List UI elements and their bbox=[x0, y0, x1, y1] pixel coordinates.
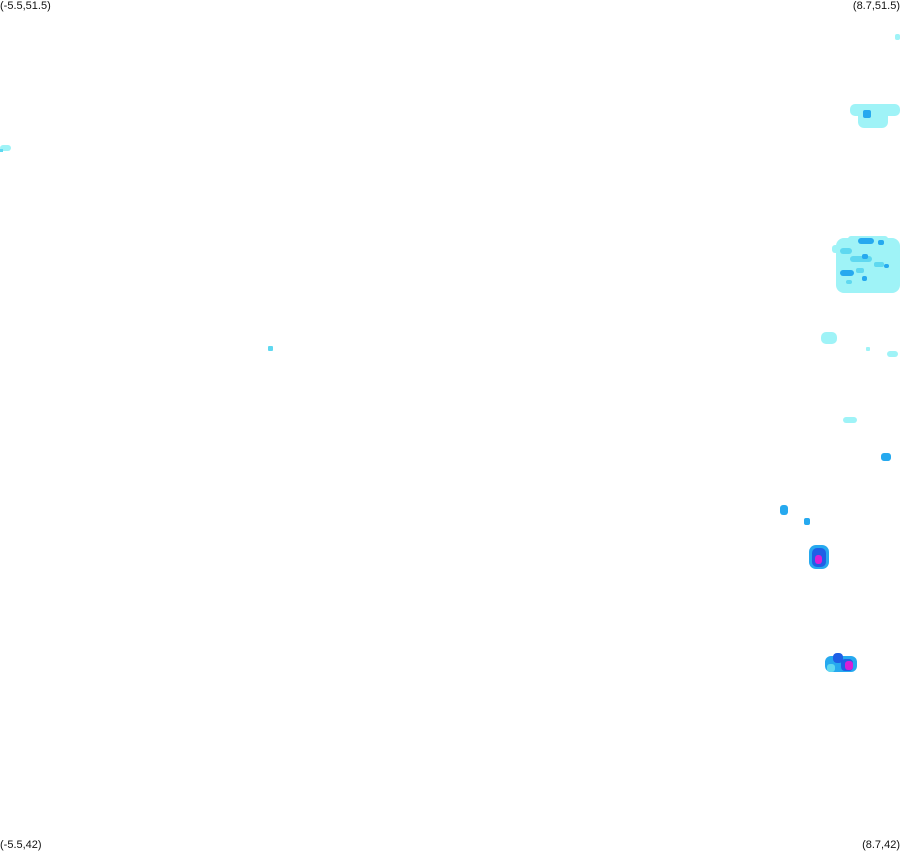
precip-cell bbox=[895, 34, 900, 40]
precip-cell bbox=[780, 505, 788, 515]
precip-storm-cell-2 bbox=[825, 653, 857, 672]
precip-cell bbox=[804, 518, 810, 525]
corner-coordinate-top-left: (-5.5,51.5) bbox=[0, 0, 51, 12]
corner-coordinate-bottom-left: (-5.5,42) bbox=[0, 839, 42, 851]
precip-cluster-east bbox=[832, 236, 900, 293]
precip-cell bbox=[268, 346, 273, 351]
corner-coordinate-bottom-right: (8.7,42) bbox=[862, 839, 900, 851]
precip-storm-cell-1 bbox=[809, 545, 829, 569]
corner-coordinate-top-right: (8.7,51.5) bbox=[852, 0, 900, 12]
precip-cell bbox=[881, 453, 891, 461]
precip-cluster-north bbox=[850, 104, 900, 128]
precip-scatter-mid bbox=[821, 332, 898, 423]
precip-cell bbox=[0, 149, 3, 152]
